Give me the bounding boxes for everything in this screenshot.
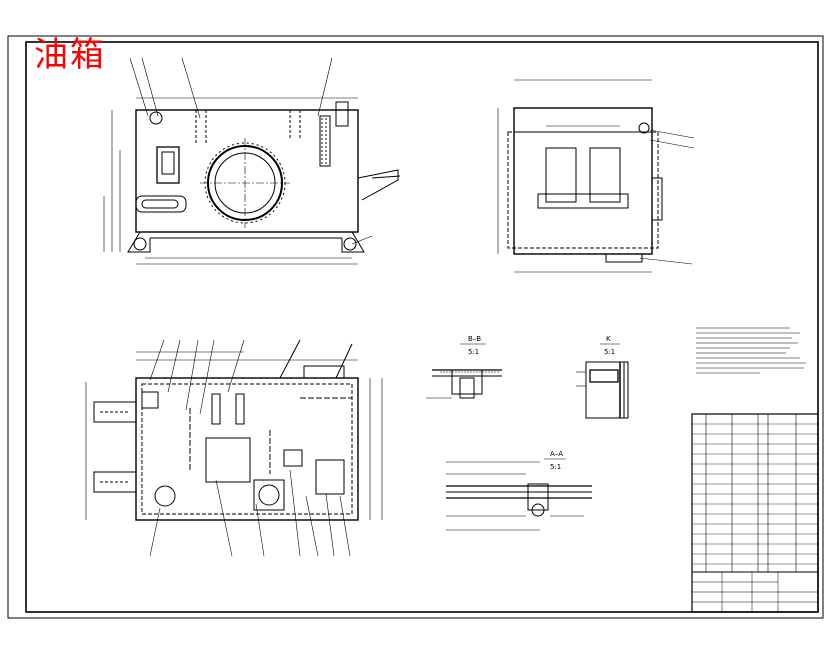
plan-view (85, 339, 383, 557)
section-aa-scale: 5:1 (550, 463, 561, 471)
section-bb-label: B–B (468, 335, 481, 343)
detail-k-scale: 5:1 (604, 348, 615, 356)
sheet-border (7, 35, 824, 619)
technical-notes (696, 327, 806, 374)
front-view (103, 57, 401, 265)
section-aa: A–A 5:1 (446, 450, 592, 531)
parts-list-table (691, 413, 819, 613)
section-bb-scale: 5:1 (468, 348, 479, 356)
drawing-title: 油箱 (34, 35, 106, 75)
side-view (497, 79, 695, 273)
detail-k-label: K (606, 335, 611, 343)
section-aa-label: A–A (550, 450, 563, 458)
section-bb: B–B 5:1 (426, 335, 502, 399)
detail-k: K 5:1 (576, 335, 629, 419)
